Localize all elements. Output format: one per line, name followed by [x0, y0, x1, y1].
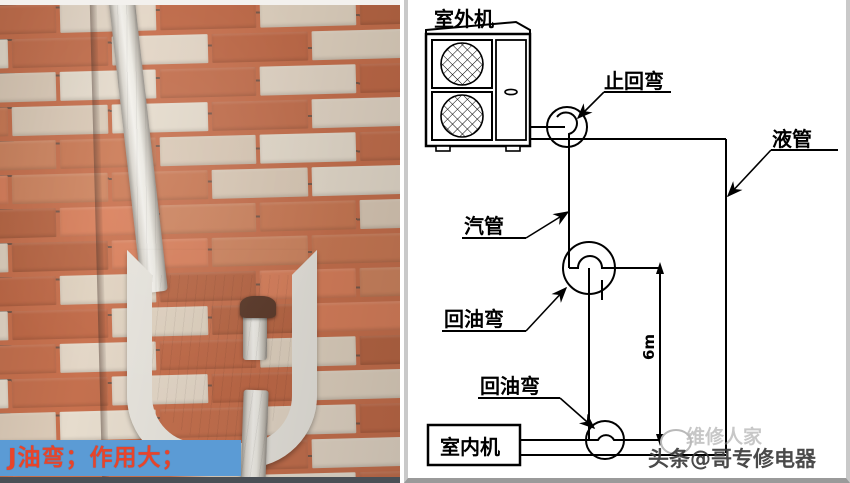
outdoor-unit-graphic [424, 20, 532, 152]
label-outdoor-unit: 室外机 [434, 7, 494, 31]
photo-bottom-edge [0, 477, 400, 483]
caption-banner [0, 440, 241, 476]
photo-top-edge [0, 0, 400, 5]
watermark-faint-text: 维修人家 [686, 425, 763, 448]
label-check-bend: 止回弯 [604, 69, 664, 93]
pipe-network [426, 106, 727, 467]
label-oil-trap-upper: 回油弯 [444, 307, 504, 331]
label-liquid-pipe: 液管 [772, 127, 812, 151]
watermark-main-text: 头条@哥专修电器 [648, 447, 817, 471]
callout-liquid-pipe: 液管 [726, 127, 838, 198]
dimension-6m-text: 6m [640, 334, 658, 360]
photo-vignette [0, 0, 400, 483]
callout-check-bend: 止回弯 [576, 69, 671, 120]
caption-banner-text: J油弯；作用大； [8, 445, 186, 471]
piping-diagram-svg: 室外机 [424, 7, 838, 471]
pipe-wall-penetration-cap [240, 296, 276, 318]
label-indoor-unit: 室内机 [440, 435, 500, 459]
label-oil-trap-lower: 回油弯 [480, 374, 540, 398]
watermark-logo-icon [660, 429, 692, 455]
piping-diagram-panel: 室外机 [404, 0, 850, 483]
photo-panel: J油弯；作用大； [0, 0, 400, 483]
callout-oil-trap-lower: 回油弯 [478, 374, 596, 430]
callout-oil-trap-upper: 回油弯 [442, 286, 568, 332]
callout-gas-pipe: 汽管 [462, 211, 570, 239]
label-gas-pipe: 汽管 [464, 214, 504, 238]
